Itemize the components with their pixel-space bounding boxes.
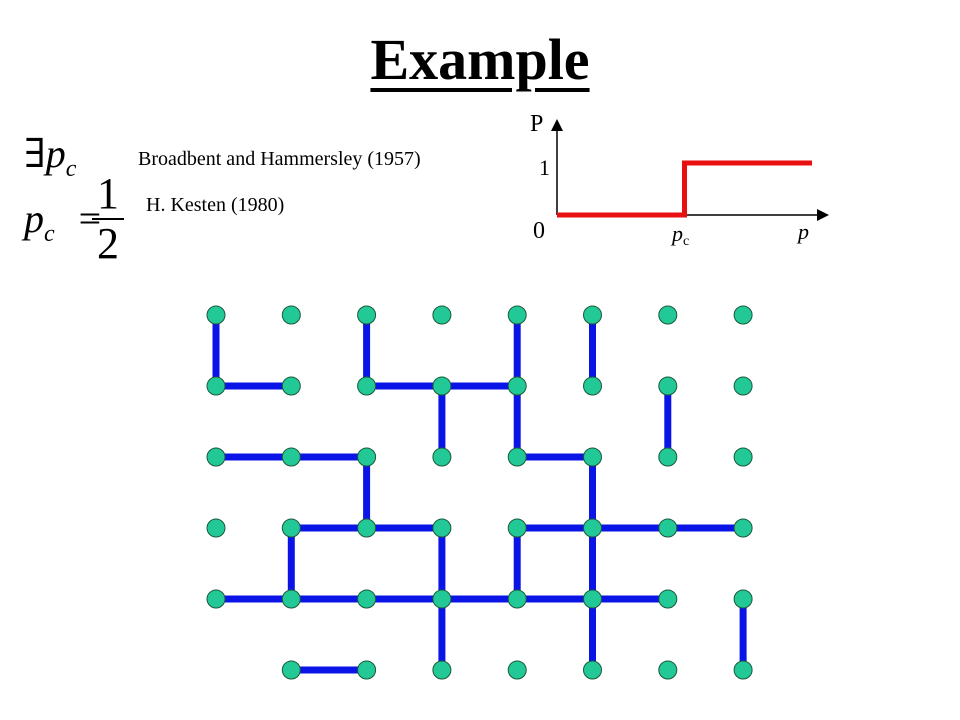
site-r4-c7	[733, 589, 753, 609]
slide-title-text: Example	[370, 27, 590, 92]
pc-subscript: c	[65, 156, 77, 182]
site-r4-c3	[432, 589, 452, 609]
y-tick-one: 1	[539, 155, 550, 180]
site-r2-c7	[733, 447, 753, 467]
site-r0-c2	[357, 305, 377, 325]
site-r1-c6	[658, 376, 678, 396]
site-r4-c4	[507, 589, 527, 609]
pc-half-equation: pc =	[24, 195, 101, 248]
site-r1-c1	[281, 376, 301, 396]
fraction-denominator: 2	[97, 219, 119, 268]
site-r3-c7	[733, 518, 753, 538]
fraction: 1 2	[92, 170, 124, 268]
site-r1-c0	[206, 376, 226, 396]
site-r3-c0	[206, 518, 226, 538]
site-r4-c0	[206, 589, 226, 609]
fraction-numerator: 1	[97, 169, 119, 218]
site-r0-c0	[206, 305, 226, 325]
site-r0-c3	[432, 305, 452, 325]
bond-layer	[212, 311, 747, 674]
site-r1-c2	[357, 376, 377, 396]
node-layer	[206, 305, 753, 680]
site-r4-c5	[583, 589, 602, 609]
exists-symbol: ∃	[24, 131, 46, 176]
site-r0-c7	[733, 305, 753, 325]
site-r3-c2	[357, 518, 377, 538]
step-line	[557, 160, 812, 218]
pc-variable-2: p	[24, 196, 44, 241]
site-r0-c6	[658, 305, 678, 325]
site-r4-c1	[281, 589, 301, 609]
site-r5-c7	[733, 660, 753, 680]
site-r1-c3	[432, 376, 452, 396]
x-label-pc-sub: c	[683, 234, 689, 249]
site-r3-c1	[281, 518, 301, 538]
site-r2-c5	[583, 447, 602, 467]
site-r0-c4	[507, 305, 527, 325]
site-r2-c2	[357, 447, 377, 467]
site-r5-c1	[281, 660, 301, 680]
site-r2-c1	[281, 447, 301, 467]
site-r5-c5	[583, 660, 602, 680]
x-label-pc: pc	[670, 221, 689, 249]
site-r0-c5	[583, 305, 602, 325]
x-axis-label: p	[796, 219, 809, 244]
site-r2-c6	[658, 447, 678, 467]
equals-sign: =	[78, 196, 102, 241]
x-label-pc-var: p	[670, 221, 683, 246]
site-r5-c3	[432, 660, 452, 680]
site-r5-c2	[357, 660, 377, 680]
site-r4-c6	[658, 589, 678, 609]
y-tick-zero: 0	[533, 218, 545, 244]
site-r5-c6	[658, 660, 678, 680]
site-r2-c3	[432, 447, 452, 467]
site-r1-c5	[583, 376, 602, 396]
site-r2-c0	[206, 447, 226, 467]
site-r3-c5	[583, 518, 602, 538]
citation-broadbent: Broadbent and Hammersley (1957)	[138, 148, 421, 170]
site-r2-c4	[507, 447, 527, 467]
site-r5-c4	[507, 660, 527, 680]
site-r4-c2	[357, 589, 377, 609]
site-r1-c4	[507, 376, 527, 396]
site-r3-c4	[507, 518, 527, 538]
citation-kesten: H. Kesten (1980)	[146, 194, 285, 216]
fraction-bar	[92, 218, 124, 220]
pc-subscript-2: c	[44, 221, 55, 247]
site-r3-c6	[658, 518, 678, 538]
slide-title: Example	[0, 26, 960, 93]
site-r3-c3	[432, 518, 452, 538]
y-axis-label: P	[530, 111, 543, 137]
site-r1-c7	[733, 376, 753, 396]
exists-pc-equation: ∃pc	[24, 130, 76, 183]
pc-variable: p	[45, 131, 66, 176]
site-r0-c1	[281, 305, 301, 325]
